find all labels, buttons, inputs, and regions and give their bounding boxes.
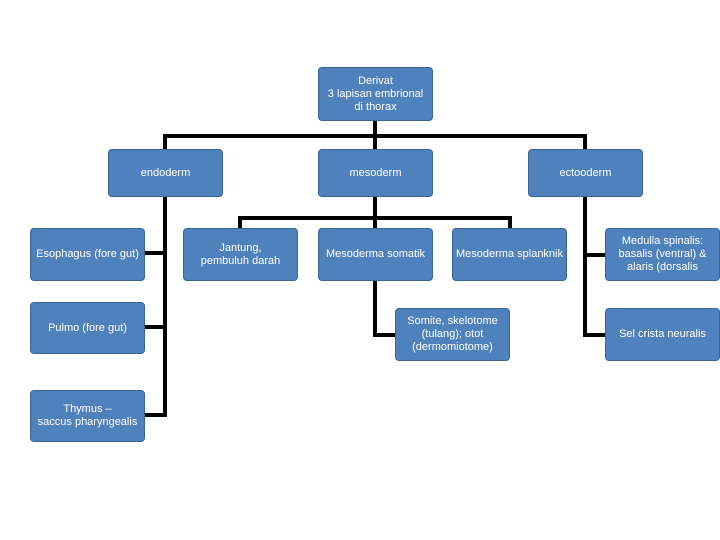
node-mesoderma-somatik: Mesoderma somatik [318,228,433,281]
connector-ectoderm [583,195,607,337]
node-esophagus: Esophagus (fore gut) [30,228,145,281]
node-somite: Somite, skelotome (tulang); otot (dermom… [395,308,510,361]
connector-somatik [373,279,397,337]
node-thymus: Thymus – saccus pharyngealis [30,390,145,442]
node-sel-crista-neuralis: Sel crista neuralis [605,308,720,361]
node-ectoderm: ectooderm [528,149,643,197]
node-jantung: Jantung, pembuluh darah [183,228,298,281]
connector-endoderm [143,195,167,417]
connector-root [163,118,587,152]
connector-mesoderm [238,195,512,230]
node-root: Derivat 3 lapisan embrional di thorax [318,67,433,121]
node-mesoderma-splanknik: Mesoderma splanknik [452,228,567,281]
node-pulmo: Pulmo (fore gut) [30,302,145,354]
node-mesoderm: mesoderm [318,149,433,197]
node-endoderm: endoderm [108,149,223,197]
node-medulla-spinalis: Medulla spinalis: basalis (ventral) & al… [605,228,720,281]
